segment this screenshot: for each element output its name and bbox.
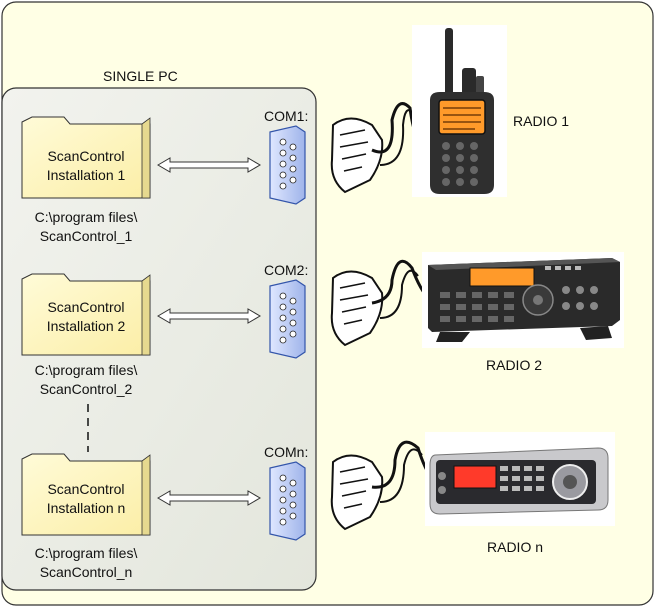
installation-2-name-line1: ScanControl [47,299,125,315]
installation-2-path-line2: ScanControl_2 [39,381,133,397]
installation-n-label: ScanControl Installation n [24,480,148,518]
data-link-arrow-1 [157,157,261,173]
installation-1-label: ScanControl Installation 1 [24,147,148,185]
folder-icon-n [21,453,151,536]
folder-icon-1 [21,116,151,199]
installation-2-label: ScanControl Installation 2 [24,298,148,336]
installation-2-name-line2: Installation 2 [46,318,126,334]
port-label-2: COM2: [264,262,309,278]
radio-n-image [425,432,615,526]
radio-label-n: RADIO n [487,539,544,555]
port-label-1: COM1: [264,108,309,124]
folder-icon-2 [21,273,151,356]
radio-1-image [412,25,507,197]
installation-2-path-line1: C:\program files\ [34,362,138,378]
installation-n-name-line1: ScanControl [47,481,125,497]
installation-1-path: C:\program files\ ScanControl_1 [16,208,156,246]
cable-plug-icon-2 [330,259,432,347]
cable-plug-icon-n [330,440,434,531]
radio-label-1: RADIO 1 [513,113,570,129]
data-link-arrow-2 [157,308,261,324]
radio-2-image [422,252,624,348]
installation-1-path-line1: C:\program files\ [34,209,138,225]
installation-2-path: C:\program files\ ScanControl_2 [16,361,156,399]
cable-plug-icon-1 [330,102,427,194]
installation-n-path: C:\program files\ ScanControl_n [16,544,156,582]
installation-1-name-line1: ScanControl [47,148,125,164]
serial-port-icon-2 [269,279,306,359]
data-link-arrow-n [157,490,261,506]
installation-1-name-line2: Installation 1 [46,167,126,183]
installation-n-name-line2: Installation n [46,500,126,516]
installation-n-path-line1: C:\program files\ [34,545,138,561]
pc-label: SINGLE PC [103,68,178,84]
installation-n-path-line2: ScanControl_n [39,564,133,580]
port-label-n: COMn: [264,444,309,460]
serial-port-icon-n [269,461,306,541]
serial-port-icon-1 [269,125,306,205]
radio-label-2: RADIO 2 [486,357,543,373]
installation-1-path-line2: ScanControl_1 [39,228,133,244]
